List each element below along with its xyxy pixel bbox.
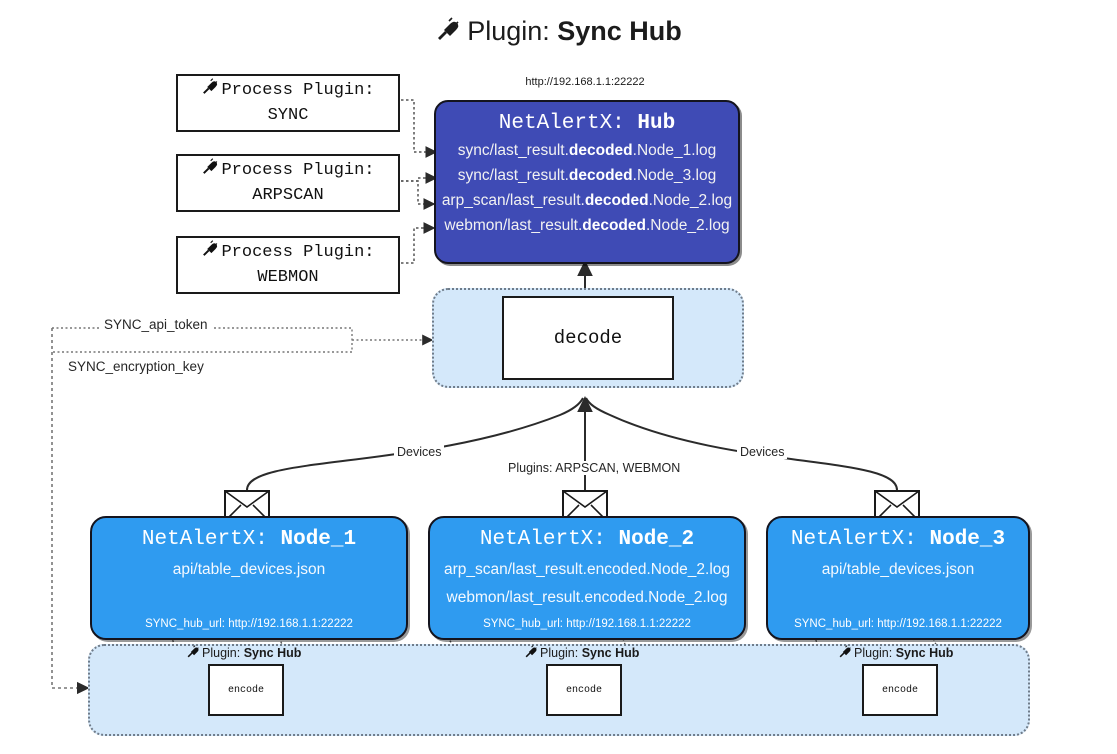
hub-log-line-1: sync/last_result.decoded.Node_1.log [457, 142, 717, 159]
edge-label-plugins: Plugins: ARPSCAN, WEBMON [505, 461, 684, 475]
edge-label-devices-left: Devices [394, 445, 445, 459]
plug-icon [838, 645, 852, 662]
process-plugin-title: Process Plugin: [221, 243, 375, 263]
node-hub-url: SYNC_hub_url: http://192.168.1.1:22222 [483, 618, 691, 630]
node-line: arp_scan/last_result.encoded.Node_2.log [443, 561, 731, 578]
plug-icon [201, 78, 219, 105]
hub-log-line-2: sync/last_result.decoded.Node_3.log [457, 167, 717, 184]
plug-icon [524, 645, 538, 662]
hub-log-line-3: arp_scan/last_result.decoded.Node_2.log [441, 192, 733, 209]
edge-label-devices-right: Devices [737, 445, 788, 459]
node-title-name: Node_1 [280, 528, 357, 551]
encode-box-3[interactable]: encode [862, 664, 938, 716]
process-plugin-box-arpscan[interactable]: Process Plugin: ARPSCAN [176, 154, 400, 212]
hub-log-line-4: webmon/last_result.decoded.Node_2.log [444, 217, 730, 234]
encoder-plugin-label-1: Plugin: Sync Hub [186, 645, 301, 662]
node-hub-url: SYNC_hub_url: http://192.168.1.1:22222 [145, 618, 353, 630]
hub-title-prefix: NetAlertX: [498, 112, 625, 135]
node-box-node-2[interactable]: NetAlertX: Node_2 arp_scan/last_result.e… [428, 516, 746, 640]
encode-label: encode [565, 684, 602, 696]
page-title-prefix: Plugin: [467, 16, 550, 46]
node-title-prefix: NetAlertX: [479, 528, 606, 551]
encode-box-1[interactable]: encode [208, 664, 284, 716]
node-line: api/table_devices.json [821, 561, 975, 578]
node-title-prefix: NetAlertX: [141, 528, 268, 551]
process-plugin-name: WEBMON [257, 268, 319, 287]
plug-icon [186, 645, 200, 662]
process-plugin-name: SYNC [267, 106, 309, 125]
plug-icon [435, 17, 461, 50]
hub-url-label: http://192.168.1.1:22222 [525, 76, 645, 88]
plug-icon [201, 158, 219, 185]
hub-box[interactable]: NetAlertX: Hub sync/last_result.decoded.… [434, 100, 740, 264]
process-plugin-box-webmon[interactable]: Process Plugin: WEBMON [176, 236, 400, 294]
node-line: webmon/last_result.encoded.Node_2.log [446, 589, 728, 606]
process-plugin-box-sync[interactable]: Process Plugin: SYNC [176, 74, 400, 132]
page-title-name: Sync Hub [557, 16, 682, 46]
decode-label: decode [553, 327, 623, 349]
node-box-node-3[interactable]: NetAlertX: Node_3 api/table_devices.json… [766, 516, 1030, 640]
sync-encryption-key-label: SYNC_encryption_key [64, 359, 208, 374]
encoder-plugin-label-3: Plugin: Sync Hub [838, 645, 953, 662]
node-line: api/table_devices.json [172, 561, 326, 578]
node-hub-url: SYNC_hub_url: http://192.168.1.1:22222 [794, 618, 1002, 630]
node-title-name: Node_3 [929, 528, 1006, 551]
plug-icon [201, 240, 219, 267]
decode-box[interactable]: decode [502, 296, 674, 380]
hub-title-name: Hub [637, 112, 676, 135]
encode-label: encode [881, 684, 918, 696]
sync-api-token-label: SYNC_api_token [100, 317, 212, 332]
node-title-name: Node_2 [618, 528, 695, 551]
page-title: Plugin: Sync Hub [0, 16, 1117, 50]
process-plugin-name: ARPSCAN [252, 186, 324, 205]
encoder-plugin-label-2: Plugin: Sync Hub [524, 645, 639, 662]
encode-label: encode [227, 684, 264, 696]
node-box-node-1[interactable]: NetAlertX: Node_1 api/table_devices.json… [90, 516, 408, 640]
encode-box-2[interactable]: encode [546, 664, 622, 716]
node-title-prefix: NetAlertX: [790, 528, 917, 551]
process-plugin-title: Process Plugin: [221, 81, 375, 101]
process-plugin-title: Process Plugin: [221, 161, 375, 181]
